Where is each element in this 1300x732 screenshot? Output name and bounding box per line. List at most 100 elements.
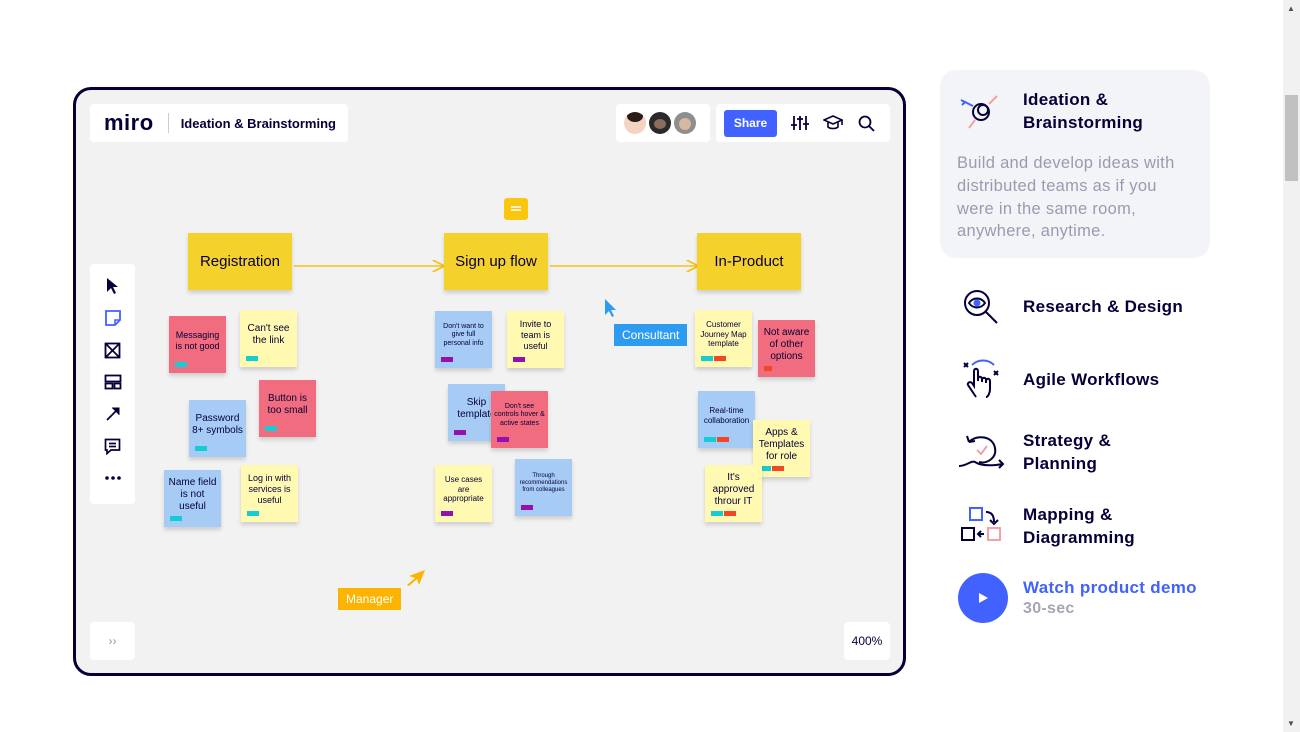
board-header: miro Ideation & Brainstorming — [90, 104, 348, 142]
connector-arrow-icon[interactable] — [103, 404, 123, 424]
sticky-text: Customer Journey Map template — [700, 320, 747, 349]
sticky-note[interactable]: Can't see the link — [240, 310, 297, 367]
sticky-text: Use cases are appropriate — [443, 475, 484, 504]
divider — [167, 113, 169, 133]
sticky-tag — [701, 356, 726, 361]
sticky-text: Not aware of other options — [763, 326, 810, 362]
zoom-level[interactable]: 400% — [844, 622, 890, 660]
sticky-text: Password 8+ symbols — [192, 412, 243, 436]
sticky-tag — [497, 437, 509, 442]
watch-demo-link[interactable]: Watch product demo 30-sec — [958, 573, 1197, 623]
templates-icon[interactable] — [103, 372, 123, 392]
sticky-note[interactable]: Don't want to give full personal info — [435, 311, 492, 368]
play-icon[interactable] — [958, 573, 1008, 623]
consultant-cursor-icon — [605, 299, 616, 317]
sticky-text: Button is too small — [267, 392, 308, 416]
sticky-tag — [247, 511, 259, 516]
sticky-tag — [175, 362, 187, 367]
sticky-tag — [441, 511, 453, 516]
tool-palette — [90, 264, 135, 504]
sticky-text: Messaging is not good — [175, 329, 220, 351]
sticky-text: Apps & Templates for role — [758, 426, 805, 462]
magnifier-eye-icon — [957, 283, 1005, 331]
feature-title: Agile Workflows — [1023, 369, 1160, 389]
feature-ideation[interactable]: Ideation & Brainstorming — [957, 88, 1173, 136]
header-sign-up-flow[interactable]: Sign up flow — [444, 233, 548, 290]
select-pointer-icon[interactable] — [103, 276, 123, 296]
frame-icon[interactable] — [103, 340, 123, 360]
sticky-note[interactable]: Log in with services is useful — [241, 465, 298, 522]
connector-lines — [294, 90, 906, 676]
scroll-down-icon[interactable]: ▼ — [1287, 719, 1295, 728]
cycle-arrow-icon — [957, 429, 1005, 477]
header-registration[interactable]: Registration — [188, 233, 292, 290]
sticky-note[interactable]: Password 8+ symbols — [189, 400, 246, 457]
feature-title: Mapping & Diagramming — [1023, 505, 1135, 547]
sticky-note[interactable]: Name field is not useful — [164, 470, 221, 527]
consultant-cursor-label: Consultant — [614, 324, 688, 346]
search-icon[interactable] — [856, 113, 876, 133]
feature-mapping-diagramming[interactable]: Mapping & Diagramming — [957, 503, 1153, 551]
sticky-note[interactable]: It's approved throur IT — [705, 465, 762, 522]
sticky-note[interactable]: Real-time collaboration — [698, 391, 755, 448]
sticky-note[interactable]: Not aware of other options — [758, 320, 815, 377]
more-icon[interactable] — [103, 468, 123, 488]
sticky-tag — [454, 430, 466, 435]
sticky-text: Don't want to give full personal info — [443, 322, 484, 347]
sticky-text: Log in with services is useful — [247, 473, 292, 505]
feature-title: Strategy & Planning — [1023, 431, 1112, 473]
demo-duration: 30-sec — [1023, 600, 1075, 617]
sticky-text: Can't see the link — [247, 322, 290, 346]
demo-title[interactable]: Watch product demo — [1023, 578, 1197, 597]
manager-cursor-icon — [407, 570, 425, 586]
expand-panel-button[interactable]: ›› — [90, 622, 135, 660]
settings-sliders-icon[interactable] — [790, 113, 810, 133]
share-button[interactable]: Share — [724, 109, 777, 137]
scrollbar-thumb[interactable] — [1285, 95, 1298, 181]
feature-agile-workflows[interactable]: Agile Workflows — [957, 356, 1159, 404]
sticky-text: Name field is not useful — [168, 476, 217, 512]
sticky-tag — [513, 357, 525, 362]
sticky-note[interactable]: Messaging is not good — [169, 316, 226, 373]
miro-board-preview: miro Ideation & Brainstorming Share — [73, 87, 906, 676]
feature-description: Build and develop ideas with distributed… — [957, 154, 1175, 241]
avatar[interactable] — [649, 112, 671, 134]
sticky-note[interactable]: Customer Journey Map template — [695, 310, 752, 367]
diagram-squares-icon — [957, 503, 1005, 551]
sticky-note[interactable]: Button is too small — [259, 380, 316, 437]
sticky-note[interactable]: Invite to team is useful — [507, 311, 564, 368]
header-in-product[interactable]: In-Product — [697, 233, 801, 290]
collaborator-avatars[interactable] — [616, 104, 710, 142]
sticky-note[interactable]: Apps & Templates for role — [753, 420, 810, 477]
sticky-tag — [764, 366, 772, 371]
sticky-text: Real-time collaboration — [703, 405, 750, 425]
sticky-tag — [521, 505, 533, 510]
hand-pointer-icon — [957, 356, 1005, 404]
ideation-icon — [957, 88, 1005, 136]
scroll-up-icon[interactable]: ▲ — [1287, 4, 1295, 13]
comment-marker-icon[interactable] — [504, 198, 528, 220]
page-scrollbar[interactable]: ▲ ▼ — [1283, 0, 1300, 732]
sticky-tag — [759, 466, 784, 471]
sticky-text: Invite to team is useful — [519, 319, 552, 351]
avatar[interactable] — [624, 112, 646, 134]
board-title[interactable]: Ideation & Brainstorming — [180, 115, 336, 131]
sticky-tag — [195, 446, 207, 451]
sticky-tag — [246, 356, 258, 361]
sticky-note-icon[interactable] — [103, 308, 123, 328]
sticky-tag — [704, 437, 729, 442]
sticky-note[interactable]: Through recommendations from colleagues — [515, 459, 572, 516]
comment-icon[interactable] — [103, 436, 123, 456]
sticky-tag — [441, 357, 453, 362]
sticky-note[interactable]: Use cases are appropriate — [435, 465, 492, 522]
manager-cursor-label: Manager — [338, 588, 402, 610]
graduation-cap-icon[interactable] — [823, 113, 843, 133]
feature-research-design[interactable]: Research & Design — [957, 283, 1183, 331]
miro-logo: miro — [104, 110, 154, 135]
feature-title: Research & Design — [1023, 296, 1184, 316]
sticky-note[interactable]: Don't see controls hover & active states — [491, 391, 548, 448]
feature-strategy-planning[interactable]: Strategy & Planning — [957, 429, 1153, 477]
sticky-text: It's approved throur IT — [712, 471, 755, 507]
avatar[interactable] — [674, 112, 696, 134]
active-feature-card[interactable] — [940, 70, 1210, 258]
